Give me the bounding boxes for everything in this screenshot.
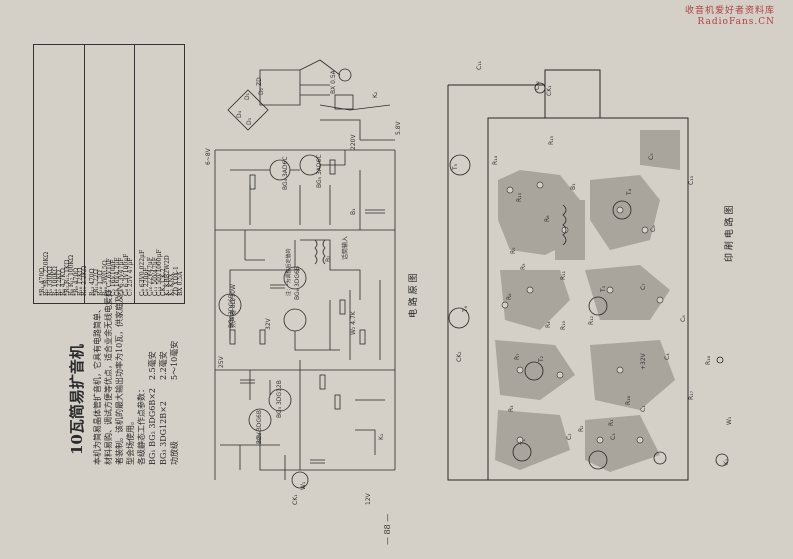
pcb-label: R₁₁ <box>560 271 567 280</box>
pcb-label: R₁ <box>608 419 615 426</box>
schematic-label: D₃ <box>246 117 253 125</box>
schematic-note: 注：*为调整后定值的 <box>286 248 292 296</box>
pcb-label: T₁ <box>520 438 527 445</box>
pcb-label: T₅ <box>452 163 459 170</box>
pcb-label: R₂ <box>578 425 585 432</box>
pcb-label: CK₁ <box>546 85 553 96</box>
schematic-label: W₁ <box>300 481 307 490</box>
schematic-label: 32V <box>265 318 272 330</box>
schematic-label: BG₆ 3DG6B <box>294 266 301 300</box>
pcb-label: R₇ <box>514 353 521 360</box>
pcb-caption: 印 刷 电 路 图 <box>725 205 735 262</box>
pcb-label: C₁₂ <box>534 81 541 90</box>
schematic-label: D₄ <box>236 110 243 118</box>
pcb-label: C₅ <box>648 153 655 160</box>
pcb-label: R₁₆ <box>625 396 632 405</box>
schematic-label: K₁ <box>378 433 385 440</box>
pcb-label: K₁ <box>723 458 730 465</box>
schematic-label: B₁ <box>350 208 357 215</box>
schematic-label: 5.8V <box>395 121 402 135</box>
pcb-label: B₁ <box>570 183 577 190</box>
pcb-label: R₉ <box>510 247 517 254</box>
pcb-label: +32V <box>640 353 647 370</box>
pcb-label: C₇ <box>640 283 647 290</box>
pcb-label: C₁₁ <box>476 61 483 70</box>
pcb-label: C₁₃ <box>688 176 695 185</box>
schematic-label: 220V <box>350 134 357 150</box>
pcb-label: T₄ <box>626 188 633 195</box>
pcb-label: C₄ <box>664 353 671 360</box>
pcb-label: C₂ <box>566 433 573 440</box>
watermark-line2: RadioFans.CN <box>697 17 775 27</box>
schematic-label: BX 0.5A <box>330 70 337 94</box>
pcb-label: R₆ <box>544 215 551 222</box>
pcb-label: C₁ <box>640 405 647 412</box>
pcb-label: CK₂ <box>456 351 463 362</box>
pcb-label: R₈ <box>506 293 513 300</box>
pcb-label: R₁₇ <box>688 391 695 400</box>
schematic-label: ZD <box>256 77 263 86</box>
schematic-label: BG₃ 3DG12B <box>276 380 283 418</box>
schematic-label: B₂ <box>325 255 332 262</box>
schematic-label: 6~8V <box>205 148 212 165</box>
schematic-label: K₂ <box>372 91 379 98</box>
pcb-label: T₆ <box>462 305 469 312</box>
schematic-label: 25V <box>218 356 225 368</box>
pcb-label: W₁ <box>726 416 733 425</box>
schematic-label: 话筒输入 <box>342 235 349 260</box>
schematic-label: W₂ 4.7K <box>350 311 357 335</box>
pcb-label: C₈ <box>680 315 687 322</box>
schematic-label: 12V <box>365 493 372 505</box>
pcb-label: R₁₃ <box>516 193 523 202</box>
parts-table <box>33 44 185 304</box>
schematic-label: 扬声器 8Ω/10W <box>230 284 237 328</box>
schematic-label: 22V <box>256 432 263 444</box>
pcb-label: R₁₀ <box>560 321 567 330</box>
schematic-label: CK₁ <box>292 494 299 505</box>
pcb-label: R₃ <box>508 405 515 412</box>
pcb-label: R₁₅ <box>548 136 555 145</box>
pcb-label: T₂ <box>538 355 545 362</box>
watermark-line1: 收音机爱好者资料库 <box>684 6 775 16</box>
pcb-label: C₆ <box>650 225 657 232</box>
watermark: 收音机爱好者资料库 RadioFans.CN <box>685 6 775 28</box>
pcb-label: T₃ <box>600 285 607 292</box>
pcb-label: R₅ <box>520 263 527 270</box>
schematic-caption: 电 路 原 图 <box>409 273 419 318</box>
schematic-label: D₂ <box>258 87 265 95</box>
pcb-label: R₁₈ <box>705 356 712 365</box>
page-number: — 88 — <box>383 513 392 545</box>
pcb-label: C₃ <box>610 433 617 440</box>
pcb-label: R₄ <box>545 321 552 328</box>
schematic-label: D₁ <box>244 92 251 100</box>
pcb-label: R₁₄ <box>492 156 499 165</box>
pcb-label: R₁₂ <box>588 316 595 325</box>
schematic-label: BG₄ 3AD6C <box>282 156 289 190</box>
schematic-label: BG₅ 3AD6C <box>316 154 323 188</box>
